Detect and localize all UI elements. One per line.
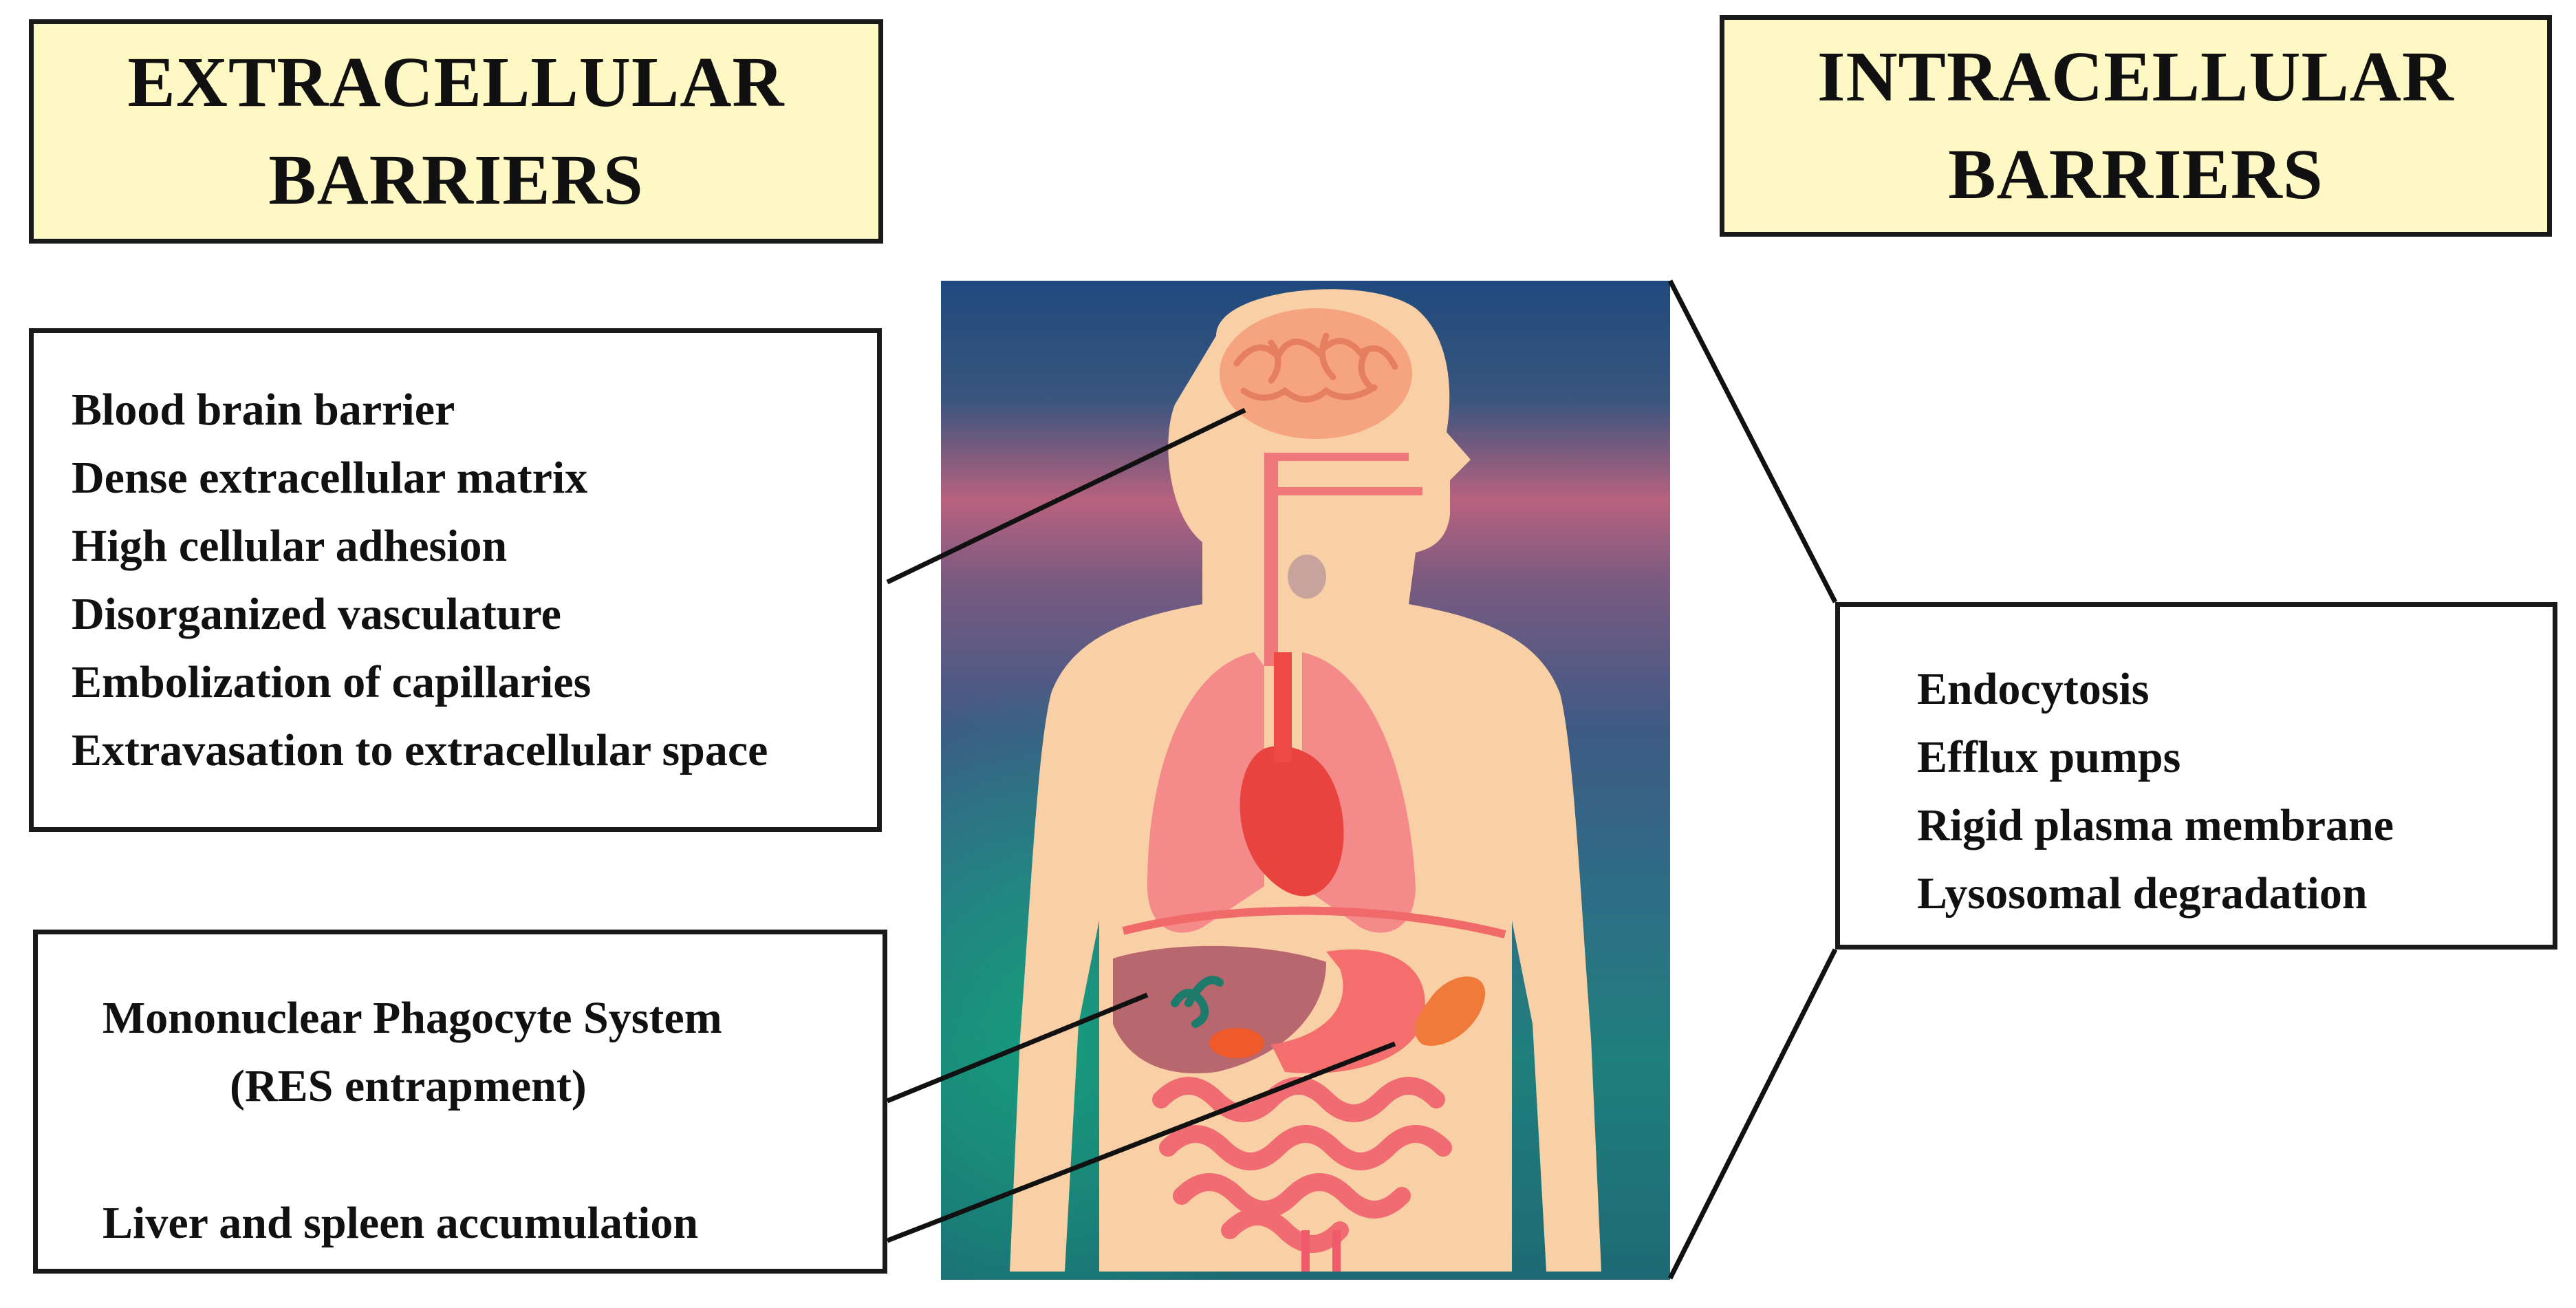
connector-intracellular-top	[1667, 279, 1838, 603]
list-item: Lysosomal degradation	[1917, 868, 2368, 919]
intracellular-title-box: INTRACELLULAR BARRIERS	[1720, 15, 2552, 237]
intracellular-title-line1: INTRACELLULAR	[1817, 37, 2455, 116]
mps-box: Mononuclear Phagocyte System (RES entrap…	[33, 930, 887, 1274]
list-item: Dense extracellular matrix	[72, 453, 588, 503]
intestines-icon	[1152, 1077, 1452, 1253]
connector-liver	[886, 992, 1149, 1104]
connector-brain	[886, 407, 1246, 585]
liver-icon	[1113, 945, 1326, 1073]
mps-line1: Mononuclear Phagocyte System	[102, 993, 722, 1043]
intracellular-title-line2: BARRIERS	[1948, 135, 2324, 214]
liver-spleen-text: Liver and spleen accumulation	[102, 1198, 699, 1248]
gallbladder-icon	[1171, 976, 1224, 1028]
diaphragm	[1122, 906, 1506, 939]
brain-icon	[1220, 308, 1412, 439]
list-item: Disorganized vasculature	[72, 589, 561, 639]
extracellular-title-line2: BARRIERS	[268, 140, 644, 219]
connector-intracellular-bottom	[1667, 948, 1838, 1280]
list-item: Efflux pumps	[1917, 732, 2181, 782]
list-item: Endocytosis	[1917, 664, 2150, 714]
extracellular-title-line1: EXTRACELLULAR	[127, 43, 785, 122]
mps-line2: (RES entrapment)	[230, 1061, 587, 1111]
list-item: High cellular adhesion	[72, 521, 508, 571]
intracellular-barriers-list: Endocytosis Efflux pumps Rigid plasma me…	[1835, 602, 2557, 950]
spleen-icon	[1415, 976, 1486, 1046]
airway	[1264, 453, 1422, 666]
list-item: Embolization of capillaries	[72, 657, 592, 707]
heart-icon	[1240, 746, 1344, 897]
extracellular-barriers-list: Blood brain barrier Dense extracellular …	[29, 328, 882, 832]
list-item: Rigid plasma membrane	[1917, 800, 2394, 850]
list-item: Blood brain barrier	[72, 385, 455, 435]
thyroid-icon	[1288, 555, 1326, 599]
extracellular-title-box: EXTRACELLULAR BARRIERS	[29, 19, 883, 244]
human-body-illustration	[941, 281, 1670, 1280]
stomach-icon	[1271, 949, 1425, 1073]
left-lung-icon	[1147, 652, 1264, 933]
pancreas-icon	[1209, 1028, 1264, 1058]
list-item: Extravasation to extracellular space	[72, 725, 768, 775]
connector-spleen	[886, 1041, 1396, 1243]
